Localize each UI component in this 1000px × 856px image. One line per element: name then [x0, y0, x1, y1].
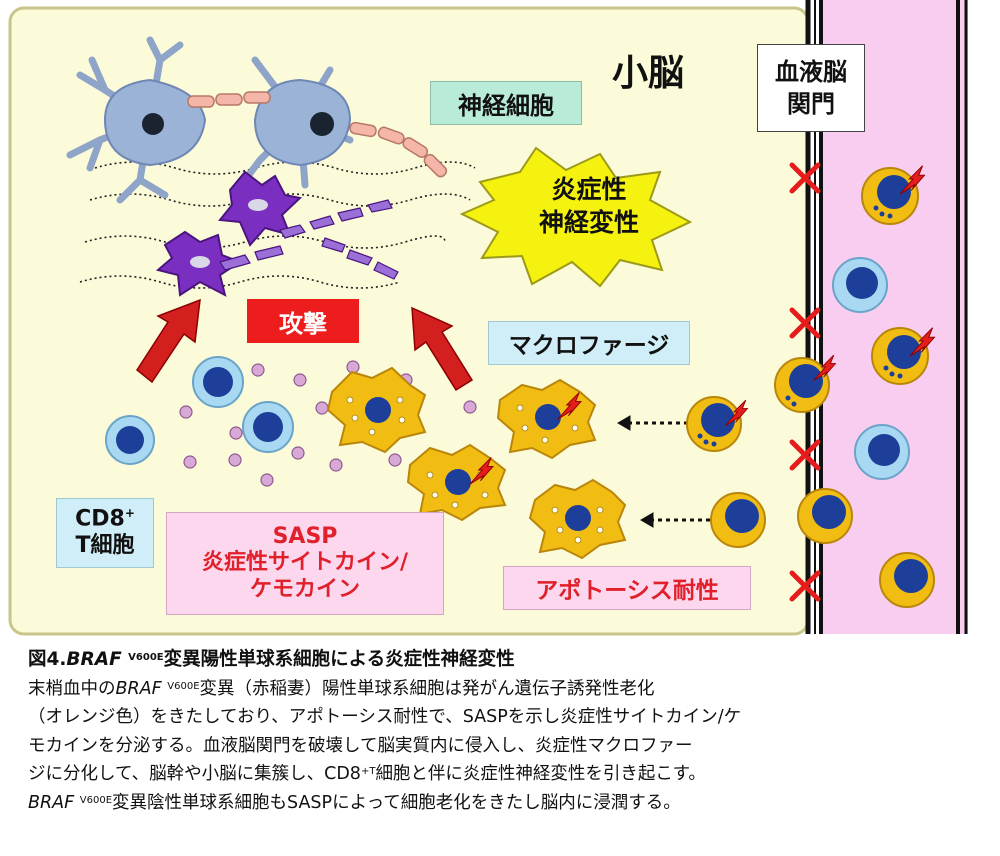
blood-lymphocyte	[832, 257, 910, 480]
cd8-label-sup: +	[124, 506, 135, 521]
figure-caption: 図4.BRAF V600E変異陽性単球系細胞による炎症性神経変性 末梢血中のBR…	[28, 646, 988, 817]
neurodegeneration-label: 炎症性 神経変性	[494, 174, 684, 239]
attack-arrows	[136, 298, 474, 392]
neuron-cell	[66, 36, 448, 204]
caption-line-4: ジに分化して、脳幹や小脳に集簇し、CD8+T細胞と伴に炎症性神経変性を引き起こす…	[28, 764, 706, 784]
blood-brain-barrier-label: 血液脳 関門	[757, 44, 865, 132]
macrophage-label: マクロファージ	[488, 321, 690, 365]
t-cell	[105, 356, 294, 465]
caption-line-2: （オレンジ色）をきたしており、アポトーシス耐性で、SASPを示し炎症性サイトカイ…	[28, 707, 742, 727]
cerebellum-label: 小脳	[612, 53, 685, 94]
inflammation-starburst	[459, 146, 693, 288]
sasp-line-3: ケモカイン	[249, 576, 360, 602]
sasp-label: SASP 炎症性サイトカイン/ ケモカイン	[166, 512, 444, 615]
attack-label: 攻撃	[247, 299, 359, 343]
monocyte-cell	[686, 167, 935, 608]
sasp-line-1: SASP	[272, 523, 338, 549]
migration-arrows	[617, 415, 710, 528]
tissue-wave-lines	[79, 161, 476, 289]
neurodegeneration-line-1: 炎症性	[551, 175, 627, 204]
degenerating-axon	[219, 199, 399, 280]
t-cell-label-text: T細胞	[75, 533, 135, 559]
cd8-t-cell-label: CD8+ T細胞	[56, 498, 154, 568]
bbb-line-2: 関門	[787, 90, 835, 118]
cd8-label-text: CD8	[75, 506, 125, 532]
caption-title: 図4.BRAF V600E変異陽性単球系細胞による炎症性神経変性	[28, 649, 515, 670]
cytoplasm-granules	[346, 396, 604, 544]
caption-line-1: 末梢血中のBRAF V600E変異（赤稲妻）陽性単球系細胞は発がん遺伝子誘発性老…	[28, 678, 655, 699]
macrophage-nucleus	[365, 397, 591, 531]
gene-name: BRAF	[66, 649, 122, 670]
caption-line-5: BRAF V600E変異陰性単球系細胞もSASPによって細胞老化をきたし脳内に浸…	[28, 792, 681, 813]
barrier-breach-icon	[789, 162, 821, 602]
bbb-line-1: 血液脳	[775, 57, 847, 86]
caption-line-3: モカインを分泌する。血液脳関門を破壊して脳実質内に侵入し、炎症性マクロファー	[28, 735, 693, 756]
neurodegeneration-line-2: 神経変性	[538, 207, 639, 237]
sasp-line-2: 炎症性サイトカイン/	[201, 550, 409, 576]
monocyte-granules	[697, 205, 903, 447]
apoptosis-resistance-label: アポトーシス耐性	[503, 566, 751, 610]
neuron-label: 神経細胞	[430, 81, 582, 125]
diagram-art	[8, 0, 968, 636]
